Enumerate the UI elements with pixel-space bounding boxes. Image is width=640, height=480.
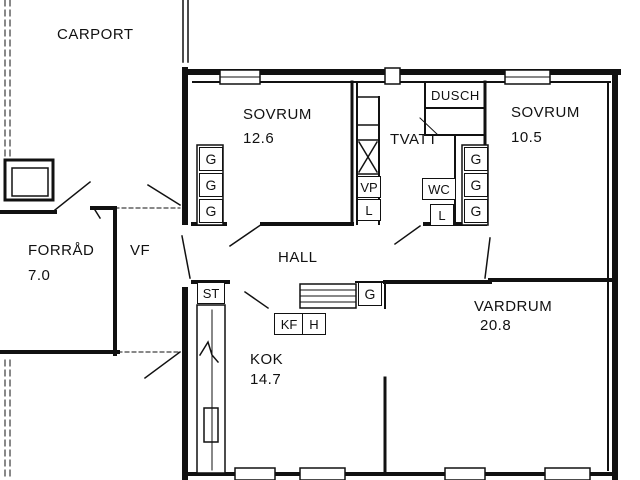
linen-cabinet-label: L [430, 204, 454, 226]
fridge-freezer-label: KF [274, 313, 304, 335]
wardrobe-g-label: G [199, 199, 223, 223]
heat-pump-label: VP [357, 176, 381, 198]
storage-bench [3, 158, 55, 202]
wardrobe-g-label: G [358, 282, 382, 306]
window [234, 467, 276, 480]
cabinet-st-label: ST [197, 282, 225, 304]
door-swing [393, 224, 422, 246]
bedroom1-area: 12.6 [243, 130, 275, 147]
kitchen-name: KOK [250, 351, 284, 368]
laundry-label: TVATT [390, 131, 438, 148]
storage-area: 7.0 [28, 267, 51, 284]
door-swing [419, 117, 439, 136]
window [544, 467, 591, 480]
bedroom2-name: SOVRUM [511, 104, 580, 121]
window [299, 467, 346, 480]
door-swing [93, 208, 102, 220]
wardrobe-g-label: G [464, 199, 488, 223]
shower-label: DUSCH [431, 88, 480, 103]
door-swing [143, 350, 182, 380]
kitchen-counter [196, 304, 226, 474]
door-swing [53, 180, 92, 212]
kitchen-area: 14.7 [250, 371, 282, 388]
door-swing [243, 290, 270, 310]
window [444, 467, 486, 480]
vf-label: VF [130, 242, 151, 259]
laundry-cabinet [356, 96, 380, 126]
carport-label: CARPORT [57, 26, 134, 43]
wardrobe-g-label: G [199, 147, 223, 171]
window [384, 67, 401, 85]
living-area: 20.8 [480, 317, 512, 334]
linen-cabinet-label: L [357, 199, 381, 221]
wardrobe-g-label: G [464, 147, 488, 171]
door-swing [484, 237, 491, 279]
living-name: VARDRUM [474, 298, 553, 315]
door-swing [228, 222, 264, 248]
cabinet-h-label: H [302, 313, 326, 335]
wc-label: WC [422, 178, 456, 200]
bedroom2-area: 10.5 [511, 129, 543, 146]
bedroom1-name: SOVRUM [243, 106, 312, 123]
door-swing [181, 235, 191, 279]
wardrobe-g-label: G [464, 173, 488, 197]
stove [203, 407, 219, 443]
storage-bench-inner [11, 167, 49, 197]
sink [198, 340, 220, 364]
storage-name: FORRÅD [28, 242, 95, 259]
door-swing [146, 183, 182, 207]
hall-label: HALL [278, 249, 318, 266]
wardrobe-g-label: G [199, 173, 223, 197]
